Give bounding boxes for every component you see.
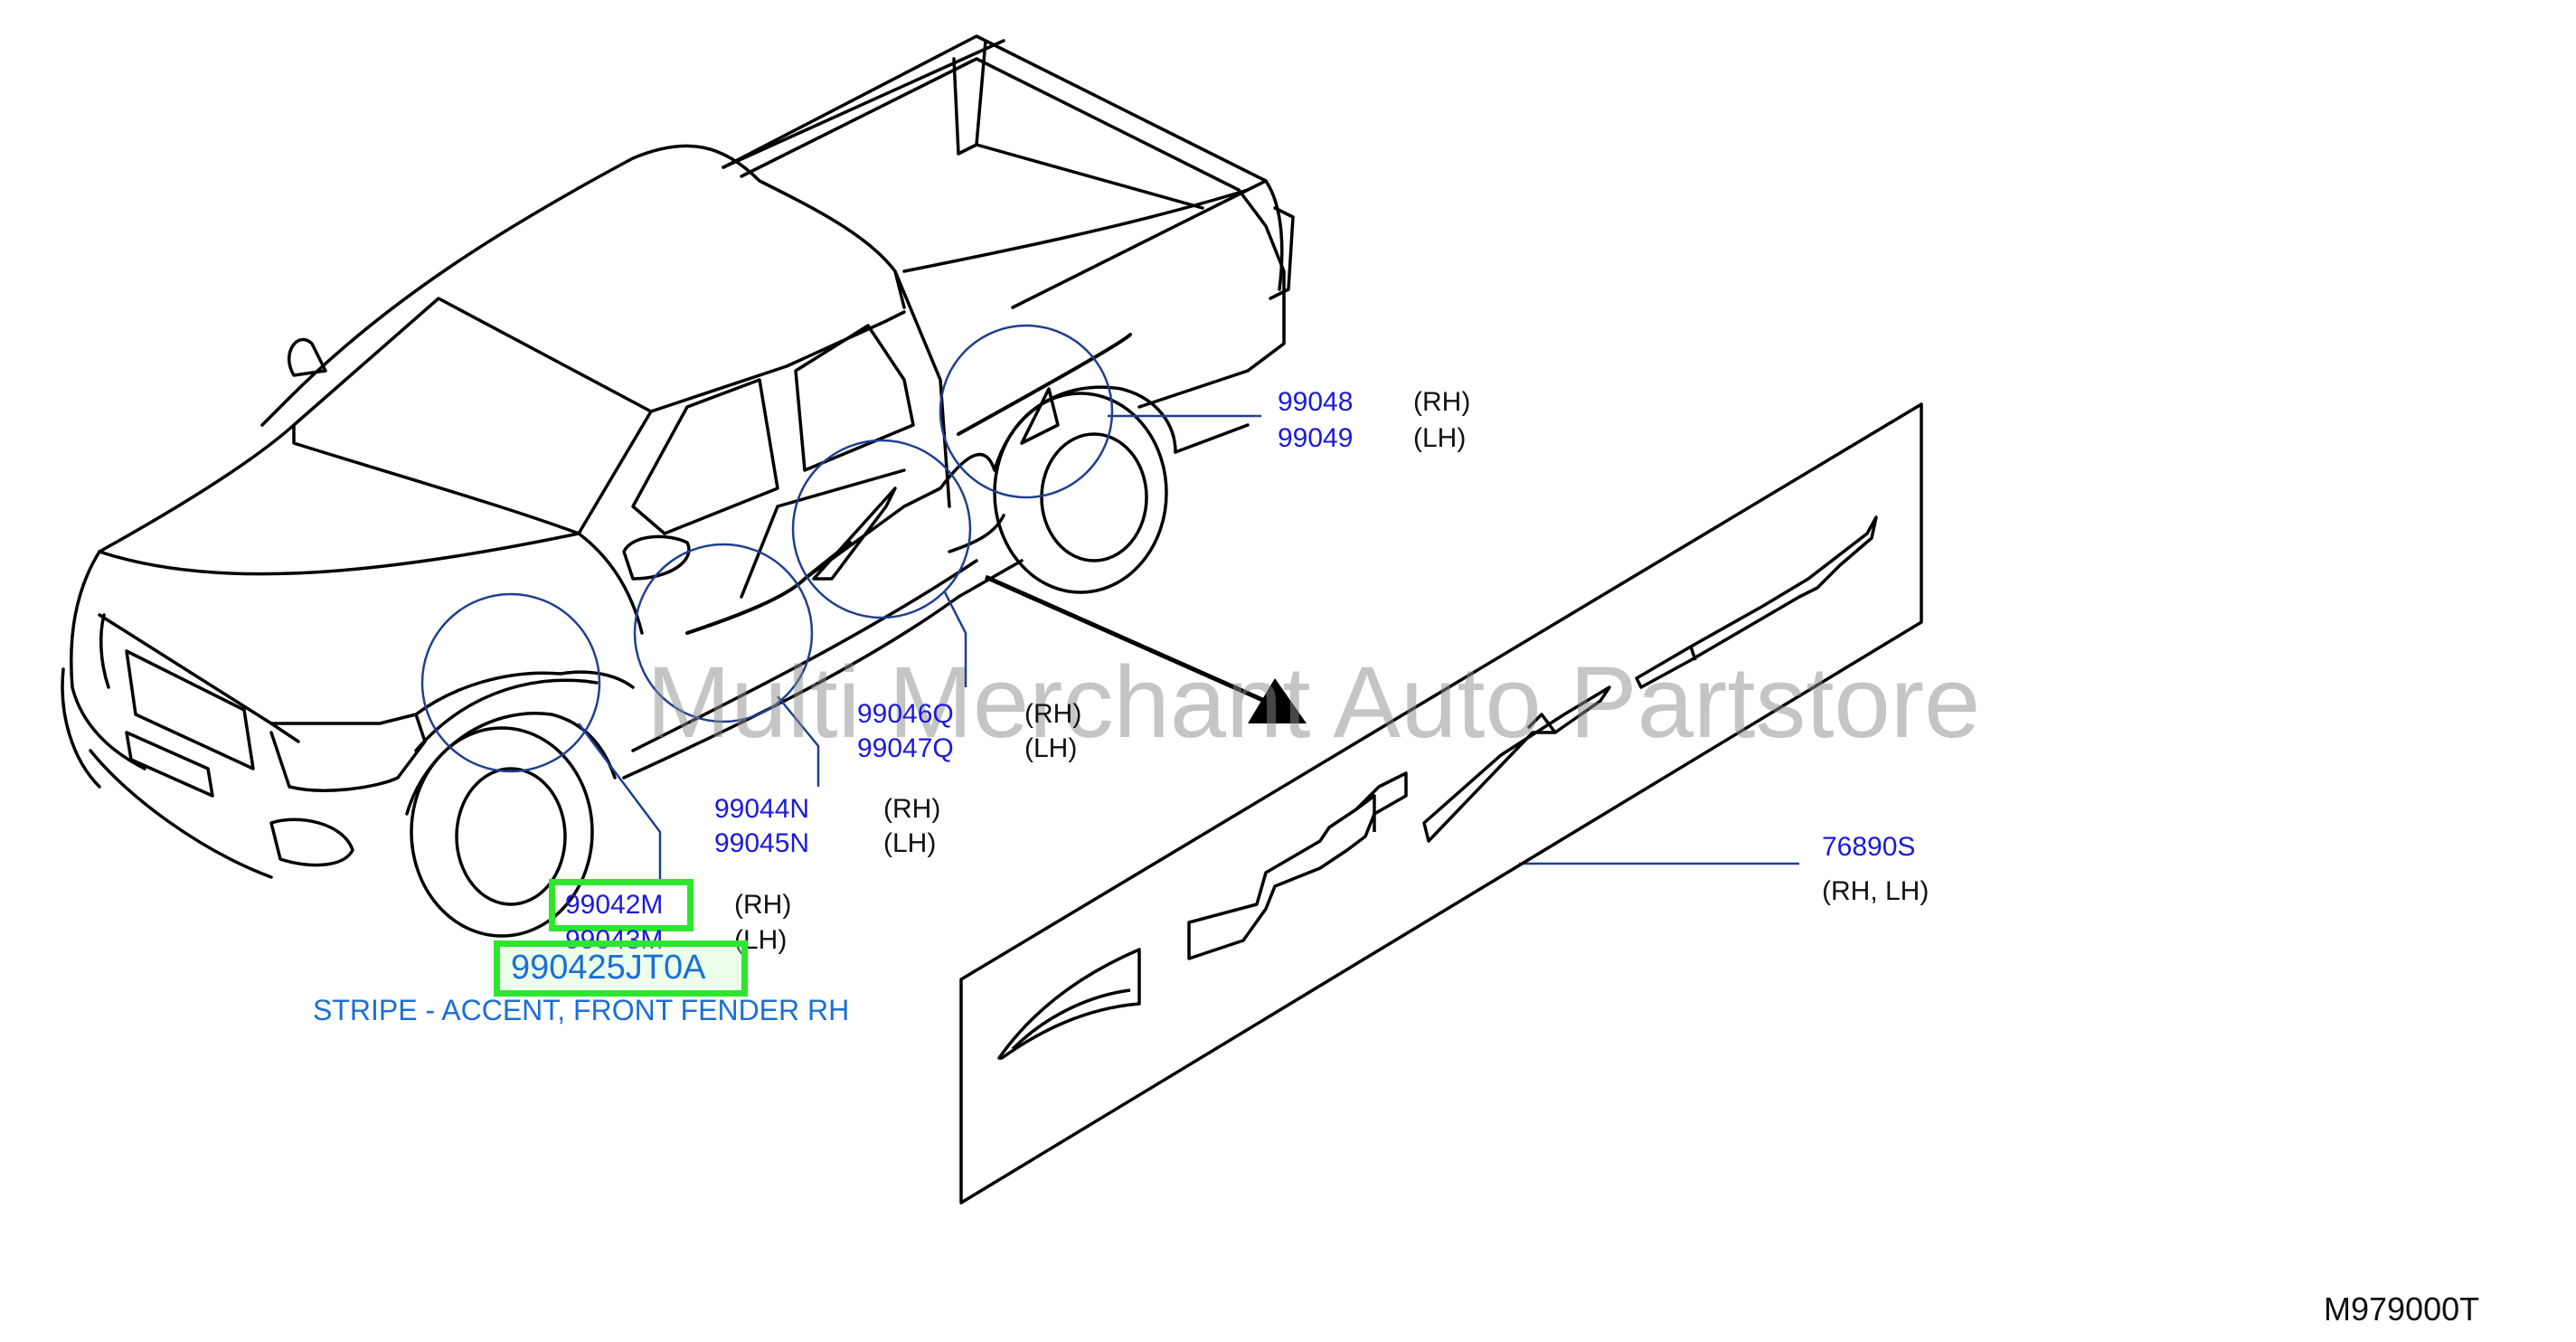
- side-99042m: (RH): [734, 890, 792, 920]
- side-99047q: (LH): [1024, 733, 1078, 763]
- callout-lines: [420, 324, 1799, 882]
- part-99044n[interactable]: 99044N: [714, 794, 810, 824]
- stripe-piece-bed: [1635, 515, 1878, 689]
- leader-99044n: [777, 695, 820, 787]
- highlight-box-part-number: [494, 940, 748, 997]
- stripe-piece-rear-door: [1422, 685, 1611, 843]
- highlight-box-99042m: [549, 879, 694, 931]
- callout-circle-99048: [939, 324, 1114, 499]
- leader-99046q: [943, 591, 967, 687]
- stripe-piece-door: [1187, 771, 1408, 960]
- part-76890s[interactable]: 76890S: [1822, 832, 1916, 862]
- side-99044n: (RH): [883, 794, 941, 824]
- side-76890s: (RH, LH): [1822, 876, 1930, 906]
- stripe-piece-fender: [997, 948, 1141, 1060]
- diagram-code: M979000T: [2324, 1290, 2480, 1328]
- side-99049: (LH): [1413, 423, 1467, 453]
- part-99046q[interactable]: 99046Q: [857, 699, 954, 729]
- stripe-kit-sheet: [959, 402, 1923, 1205]
- part-description: STRIPE - ACCENT, FRONT FENDER RH: [313, 994, 850, 1026]
- sheet-outline: [959, 402, 1923, 1205]
- callout-circle-99046q: [791, 439, 972, 619]
- part-99045n[interactable]: 99045N: [714, 828, 810, 858]
- side-99045n: (LH): [883, 828, 937, 858]
- truck-illustration: [61, 34, 1295, 938]
- part-99047q[interactable]: 99047Q: [857, 733, 954, 763]
- watermark: Multi Merchant Auto Partstore: [646, 646, 1980, 759]
- part-99048[interactable]: 99048: [1278, 387, 1354, 417]
- callout-circle-99042m: [420, 592, 601, 773]
- side-99046q: (RH): [1024, 699, 1082, 729]
- callout-circle-99044n: [633, 543, 814, 723]
- leader-99042m: [578, 723, 662, 882]
- part-99043m[interactable]: 99043M: [565, 925, 664, 955]
- highlighted-part-number[interactable]: 990425JT0A: [511, 949, 706, 987]
- part-99049[interactable]: 99049: [1278, 423, 1354, 453]
- part-99042m[interactable]: 99042M: [565, 890, 664, 920]
- direction-arrow: [984, 574, 1307, 723]
- side-99048: (RH): [1413, 387, 1471, 417]
